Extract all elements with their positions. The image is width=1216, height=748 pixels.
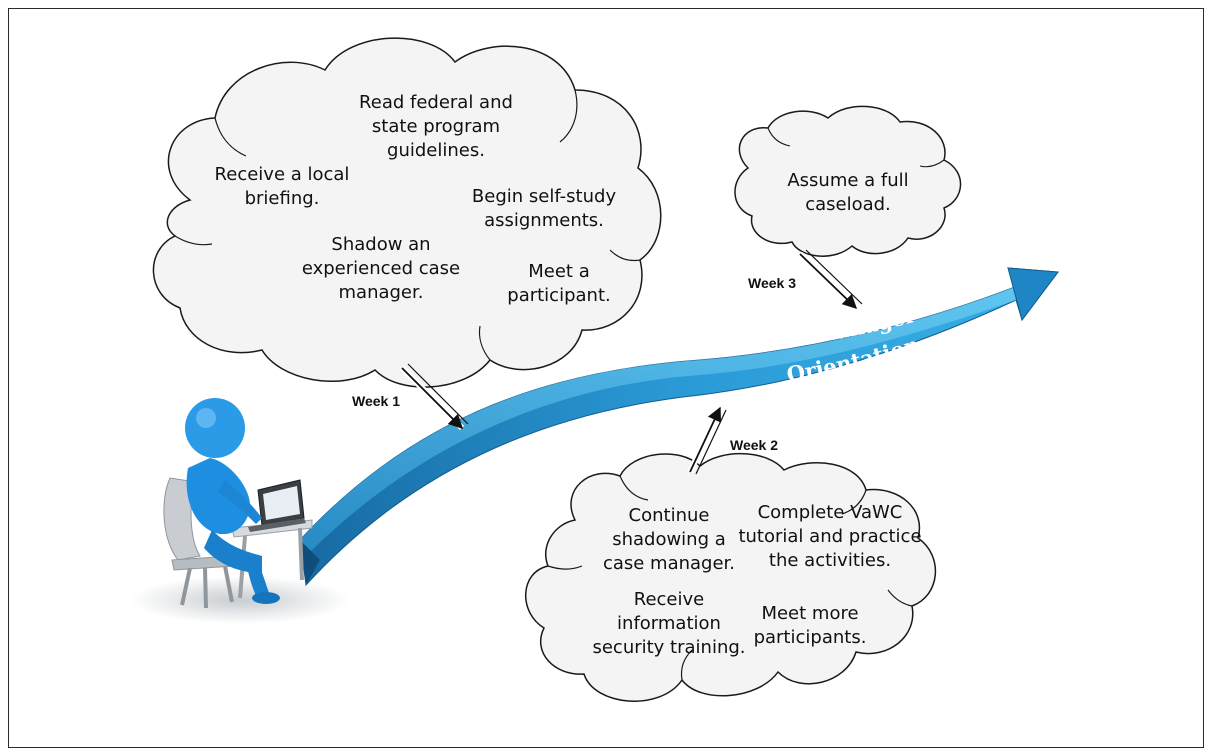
- week1-item-4-line-1: Shadow an: [331, 234, 430, 255]
- week3-item-1-line-2: caseload.: [805, 194, 891, 215]
- week1-label: Week 1: [352, 393, 400, 409]
- week1-connector: [399, 363, 469, 431]
- week2-item-2-line-2: tutorial and practice: [738, 526, 921, 547]
- week1-item-3: Begin self-study assignments.: [472, 186, 617, 231]
- week3-item-1: Assume a full caseload.: [787, 170, 908, 215]
- week2-item-1: Continue shadowing a case manager.: [603, 505, 735, 574]
- week2-item-3: Receive information security training.: [592, 589, 745, 658]
- week3-label: Week 3: [748, 275, 796, 291]
- week2-item-4-line-1: Meet more: [761, 603, 858, 624]
- week2-item-1-line-2: shadowing a: [612, 529, 726, 550]
- week1-item-1-line-1: Read federal and: [359, 92, 513, 113]
- week1-item-3-line-1: Begin self-study: [472, 186, 617, 207]
- week1-item-4-line-3: manager.: [339, 282, 424, 303]
- week2-item-1-line-3: case manager.: [603, 553, 735, 574]
- week1-item-1-line-3: guidelines.: [387, 140, 485, 161]
- week3-item-1-line-1: Assume a full: [787, 170, 908, 191]
- person-at-laptop-illustration: [130, 398, 350, 624]
- week3-connector: [797, 249, 863, 311]
- orientation-arrow: [299, 267, 1059, 587]
- week1-cloud: Read federal and state program guidelines.…: [152, 37, 662, 388]
- week1-item-1-line-2: state program: [372, 116, 500, 137]
- week3-cloud: Assume a full caseload.: [734, 105, 962, 257]
- week2-item-3-line-3: security training.: [592, 637, 745, 658]
- week1-item-5: Meet a participant.: [507, 261, 610, 306]
- week2-item-2-line-3: the activities.: [769, 550, 891, 571]
- week1-item-5-line-2: participant.: [507, 285, 610, 306]
- week2-item-3-line-2: information: [617, 613, 721, 634]
- week2-item-2: Complete VaWC tutorial and practice the ac…: [738, 502, 921, 571]
- week2-label: Week 2: [730, 437, 778, 453]
- week2-item-2-line-1: Complete VaWC: [758, 502, 903, 523]
- week2-item-4: Meet more participants.: [754, 603, 867, 648]
- week2-item-1-line-1: Continue: [629, 505, 710, 526]
- week2-connector: [687, 406, 727, 475]
- week1-item-4: Shadow an experienced case manager.: [302, 234, 460, 303]
- week2-item-4-line-2: participants.: [754, 627, 867, 648]
- week1-item-2-line-2: briefing.: [245, 188, 320, 209]
- week1-item-2-line-1: Receive a local: [215, 164, 350, 185]
- week1-item-2: Receive a local briefing.: [215, 164, 350, 209]
- week1-item-5-line-1: Meet a: [528, 261, 590, 282]
- week1-item-3-line-2: assignments.: [484, 210, 604, 231]
- week1-item-1: Read federal and state program guidelines.: [359, 92, 513, 161]
- week2-item-3-line-1: Receive: [634, 589, 704, 610]
- week1-item-4-line-2: experienced case: [302, 258, 460, 279]
